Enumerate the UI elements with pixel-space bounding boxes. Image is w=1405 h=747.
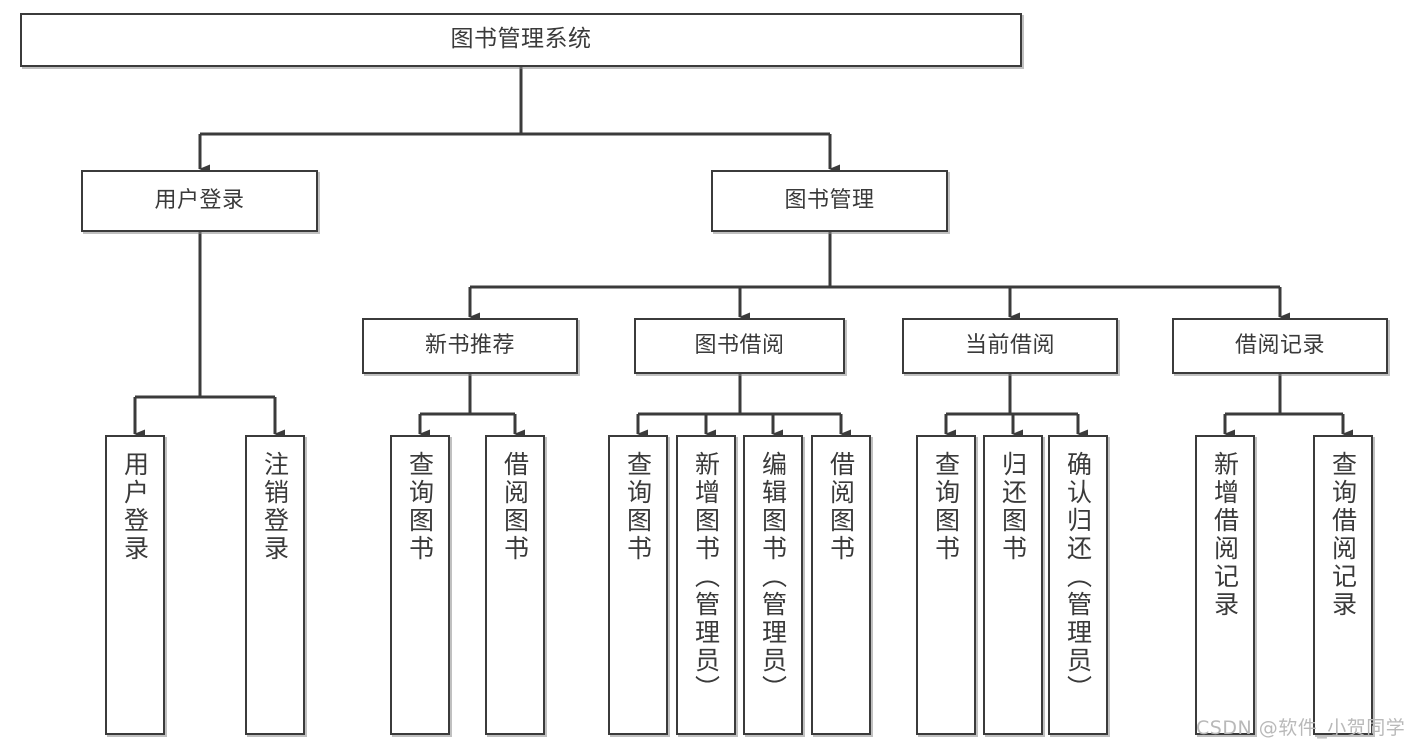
node-label: 新增借阅记录 [1210, 451, 1240, 619]
node-root[interactable]: 图书管理系统 [20, 13, 1022, 67]
node-borrow[interactable]: 图书借阅 [634, 318, 845, 374]
node-label: 用户登录 [154, 188, 245, 214]
node-label: 查询图书 [405, 451, 435, 563]
node-label: 借阅图书 [826, 451, 856, 563]
node-leaf5[interactable]: 查询图书 [608, 435, 668, 735]
node-login[interactable]: 用户登录 [81, 170, 318, 232]
node-bookmgmt[interactable]: 图书管理 [711, 170, 948, 232]
node-label: 新增图书（管理员） [691, 451, 721, 703]
node-label: 借阅记录 [1234, 333, 1325, 359]
node-leaf13[interactable]: 查询借阅记录 [1313, 435, 1373, 735]
node-leaf1[interactable]: 用户登录 [105, 435, 165, 735]
node-leaf8[interactable]: 借阅图书 [811, 435, 871, 735]
node-records[interactable]: 借阅记录 [1172, 318, 1388, 374]
csdn-watermark: CSDN @软件_小贺同学 [1196, 717, 1405, 739]
node-label: 查询借阅记录 [1328, 451, 1358, 619]
node-leaf6[interactable]: 新增图书（管理员） [676, 435, 736, 735]
node-leaf4[interactable]: 借阅图书 [485, 435, 545, 735]
edge-group [133, 67, 1353, 439]
node-leaf12[interactable]: 新增借阅记录 [1195, 435, 1255, 735]
node-leaf9[interactable]: 查询图书 [916, 435, 976, 735]
node-label: 编辑图书（管理员） [758, 451, 788, 703]
node-label: 注销登录 [260, 451, 290, 563]
node-label: 查询图书 [623, 451, 653, 563]
node-leaf2[interactable]: 注销登录 [245, 435, 305, 735]
node-leaf11[interactable]: 确认归还（管理员） [1048, 435, 1108, 735]
node-label: 归还图书 [998, 451, 1028, 563]
node-label: 图书借阅 [694, 333, 785, 359]
node-label: 确认归还（管理员） [1063, 451, 1093, 703]
node-label: 新书推荐 [424, 333, 515, 359]
node-label: 查询图书 [931, 451, 961, 563]
node-newbook[interactable]: 新书推荐 [362, 318, 578, 374]
node-leaf10[interactable]: 归还图书 [983, 435, 1043, 735]
node-leaf3[interactable]: 查询图书 [390, 435, 450, 735]
node-current[interactable]: 当前借阅 [902, 318, 1118, 374]
node-label: 借阅图书 [500, 451, 530, 563]
node-label: 用户登录 [120, 451, 150, 563]
node-leaf7[interactable]: 编辑图书（管理员） [743, 435, 803, 735]
node-label: 当前借阅 [964, 333, 1055, 359]
node-label: 图书管理系统 [450, 26, 592, 53]
node-label: 图书管理 [784, 188, 875, 214]
